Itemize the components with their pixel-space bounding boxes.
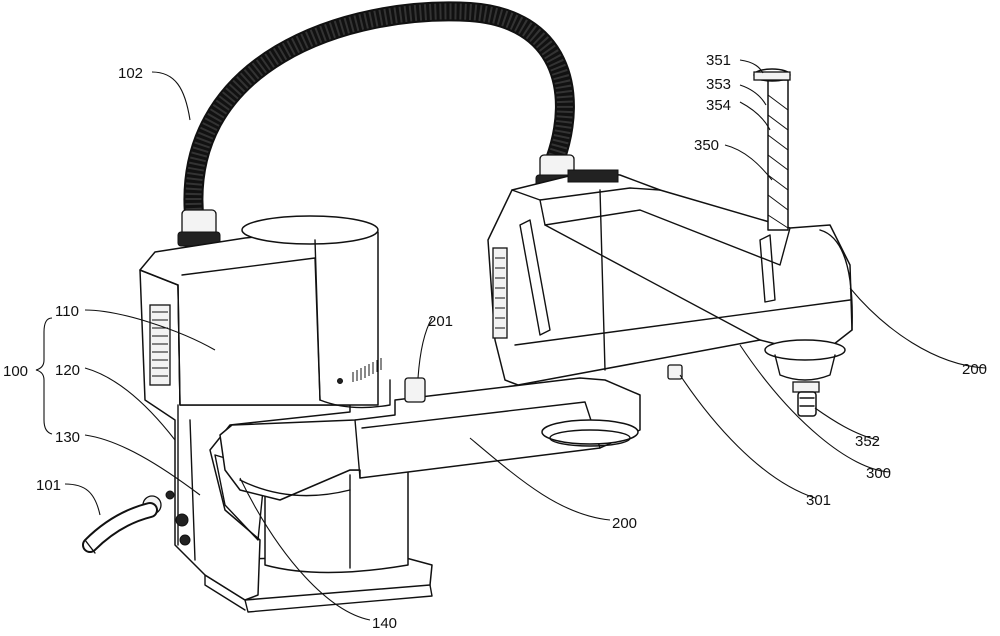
fitting-201: [404, 377, 426, 403]
label-351: 351: [706, 52, 731, 69]
label-201: 201: [428, 313, 453, 330]
label-353: 353: [706, 76, 731, 93]
reference-labels: 102 351 353 354 350 110 100 120 130 101 …: [3, 52, 987, 632]
spline-shaft: [753, 68, 820, 417]
power-cable: [82, 502, 158, 554]
second-arm: [487, 169, 853, 386]
label-110: 110: [55, 303, 79, 320]
label-301: 301: [806, 492, 831, 509]
label-300: 300: [866, 465, 891, 482]
base-cabinet: [139, 215, 391, 409]
label-120: 120: [55, 362, 80, 379]
label-101: 101: [36, 477, 61, 494]
label-100: 100: [3, 363, 28, 380]
label-140: 140: [372, 615, 397, 632]
label-200-lower: 200: [612, 515, 637, 532]
label-200-upper: 200: [962, 361, 987, 378]
label-352: 352: [855, 433, 880, 450]
label-354: 354: [706, 97, 731, 114]
vent-grille: [149, 304, 171, 386]
first-arm: [219, 377, 641, 501]
label-102: 102: [118, 65, 143, 82]
bottom-nozzle: [667, 364, 683, 380]
cable-hose: [177, 1, 579, 247]
leader-lines: [35, 59, 986, 621]
label-130: 130: [55, 429, 80, 446]
label-350: 350: [694, 137, 719, 154]
